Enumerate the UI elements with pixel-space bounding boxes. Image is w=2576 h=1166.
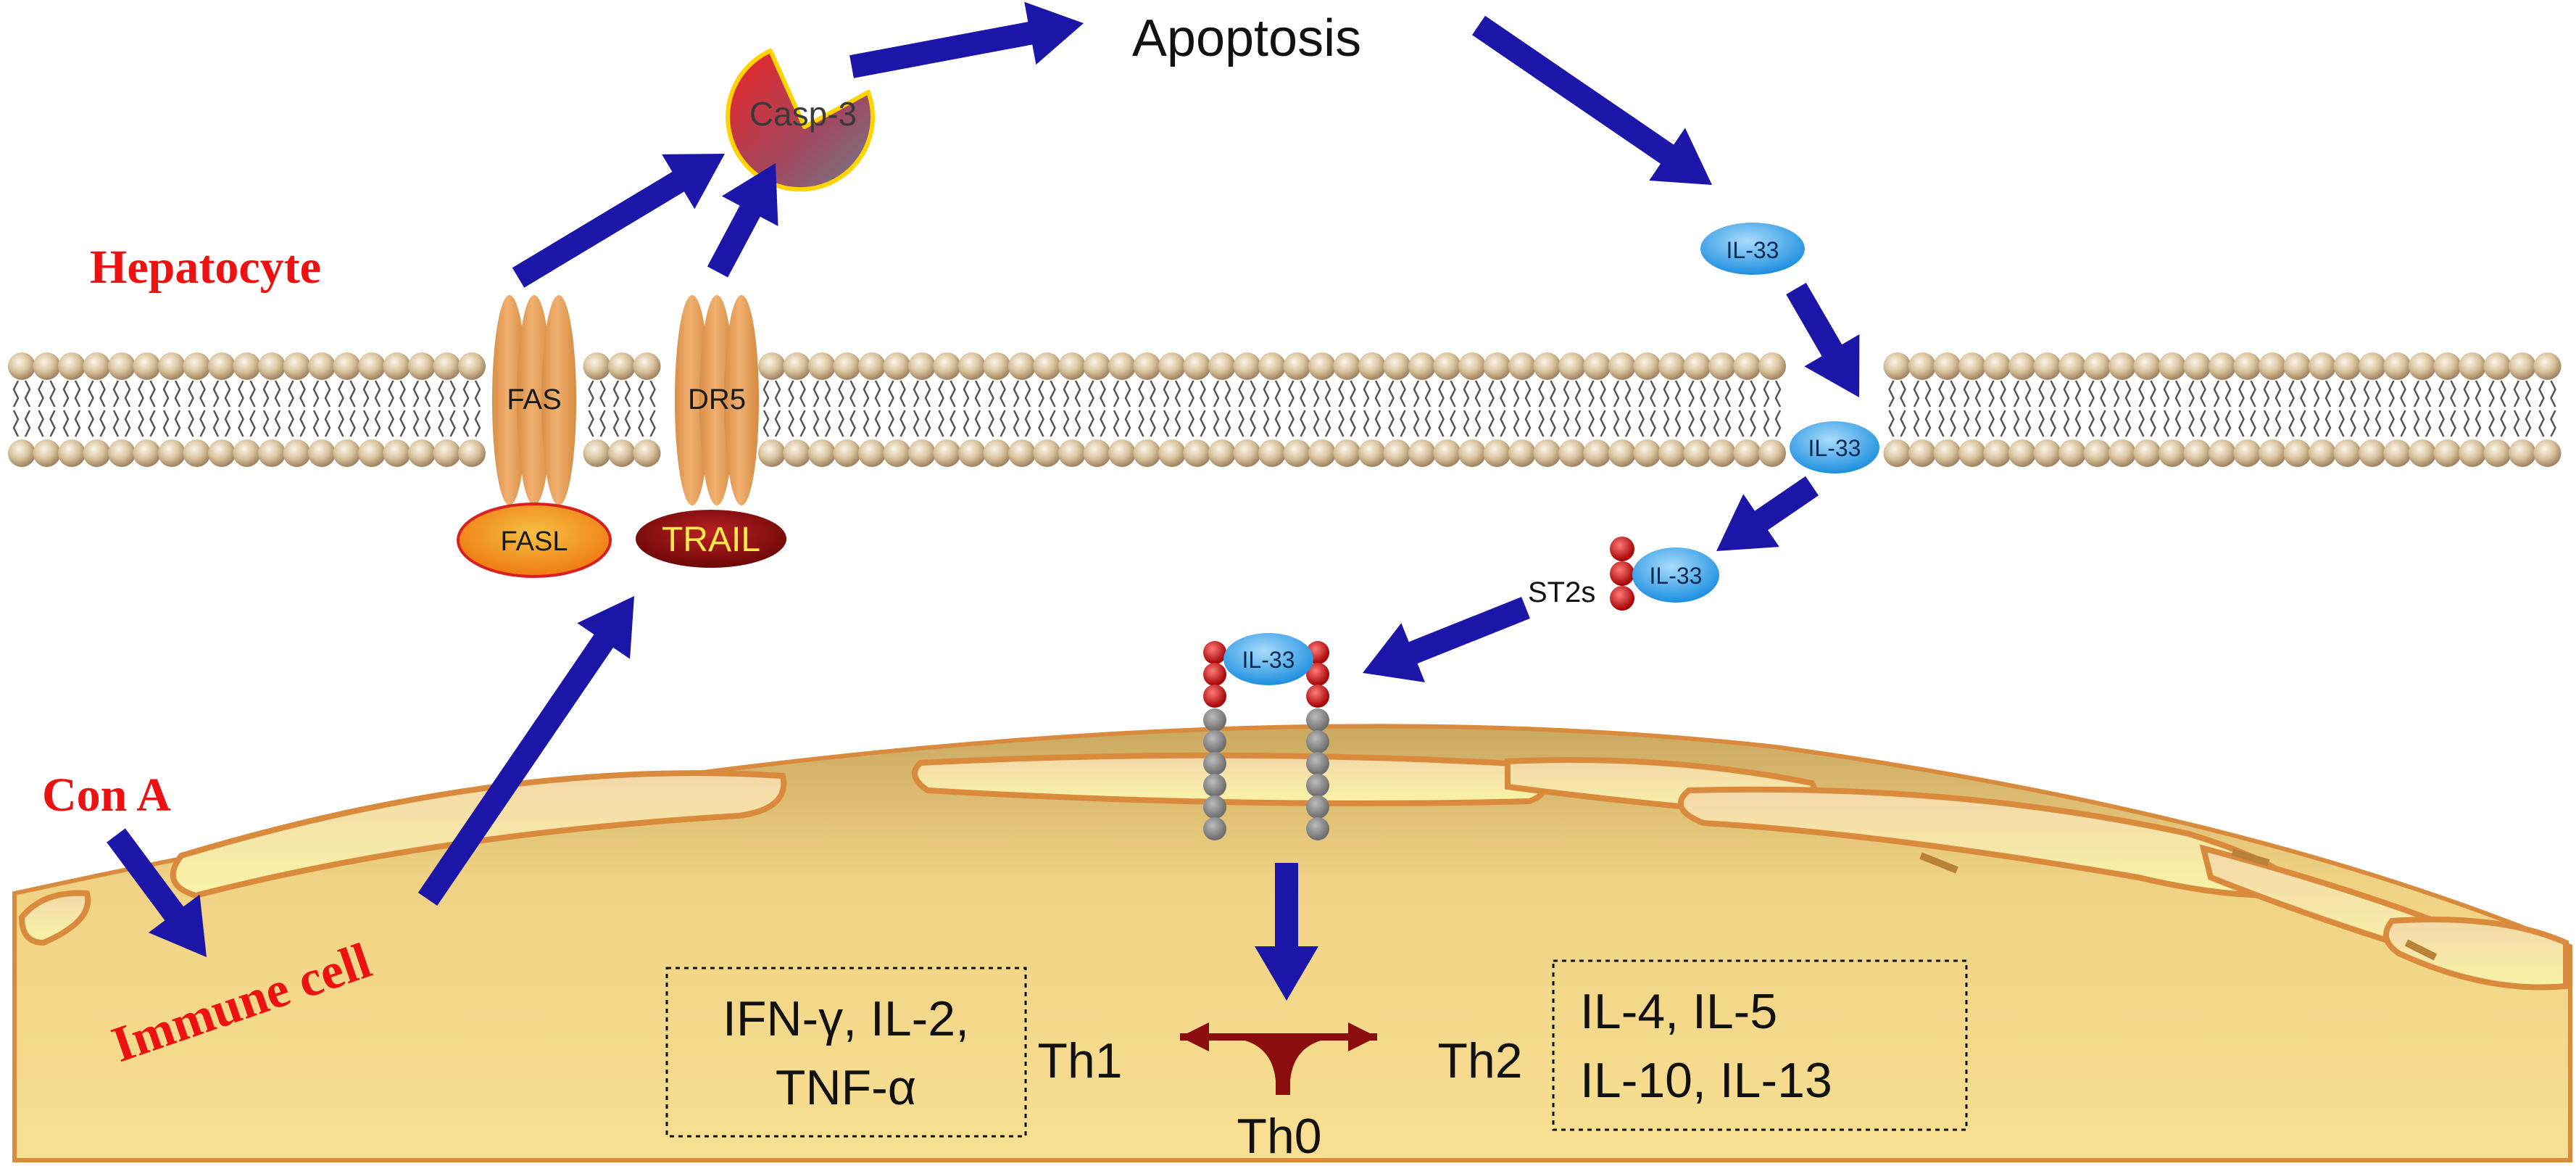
th0-label: Th0 — [1237, 1109, 1321, 1164]
th2-cytokines-box: IL-4, IL-5 IL-10, IL-13 — [1552, 959, 1968, 1131]
arrow-il33-through-membrane — [1786, 283, 1860, 397]
th1-label: Th1 — [1037, 1033, 1122, 1088]
th2-cytokines-line2: IL-10, IL-13 — [1580, 1053, 1832, 1108]
il33-released: IL-33 — [1700, 223, 1805, 275]
trail-ligand — [636, 510, 786, 568]
con-a-label: Con A — [42, 769, 171, 822]
il33-crossing-membrane: IL-33 — [1790, 421, 1879, 474]
fasl-label: FASL — [501, 526, 568, 557]
hepatocyte-label: Hepatocyte — [90, 241, 321, 294]
arrow-dr5-to-caspase — [707, 163, 778, 278]
il33-label-1: IL-33 — [1727, 237, 1779, 263]
th2-label: Th2 — [1437, 1033, 1522, 1088]
th2-cytokines-line1: IL-4, IL-5 — [1580, 984, 1777, 1039]
arrow-fas-to-caspase — [512, 154, 725, 288]
th0-split-arrow — [1180, 1022, 1377, 1095]
fasl-ligand — [457, 503, 612, 578]
th1-cytokines-line2: TNF-α — [776, 1060, 916, 1115]
caspase-3-enzyme: Casp-3 — [726, 49, 876, 192]
cell-membrane-bilayer — [8, 352, 2562, 467]
th1-cytokines-line1: IFN-γ, IL-2, — [723, 991, 969, 1046]
il33-label-3: IL-33 — [1650, 563, 1703, 589]
arrow-con-a-to-immune — [107, 828, 207, 957]
cell-surface-ridges — [1919, 848, 2438, 961]
il33-label-4: IL-33 — [1242, 647, 1295, 673]
casp3-label: Casp-3 — [749, 95, 857, 133]
dr5-receptor — [675, 295, 759, 505]
st2s-il33-complex: IL-33 — [1610, 537, 1719, 611]
st2-receptor: IL-33 — [1203, 633, 1329, 840]
st2s-label: ST2s — [1528, 576, 1595, 608]
trail-label: TRAIL — [662, 521, 760, 559]
arrow-il33-to-st2s — [1716, 476, 1819, 551]
th1-cytokines-box: IFN-γ, IL-2, TNF-α — [665, 967, 1027, 1138]
dr5-label: DR5 — [688, 384, 746, 415]
arrow-apoptosis-to-il33 — [1472, 15, 1712, 185]
arrow-receptor-to-th0 — [1255, 863, 1318, 1001]
arrow-immune-to-trail — [417, 596, 634, 906]
apoptosis-label: Apoptosis — [1132, 9, 1361, 67]
pathway-arrows — [107, 1, 1860, 1001]
fas-receptor — [492, 295, 576, 505]
fas-label: FAS — [507, 384, 562, 415]
arrow-caspase-to-apoptosis — [849, 1, 1084, 78]
il33-label-2: IL-33 — [1808, 435, 1861, 461]
arrow-st2s-to-receptor — [1363, 597, 1530, 682]
